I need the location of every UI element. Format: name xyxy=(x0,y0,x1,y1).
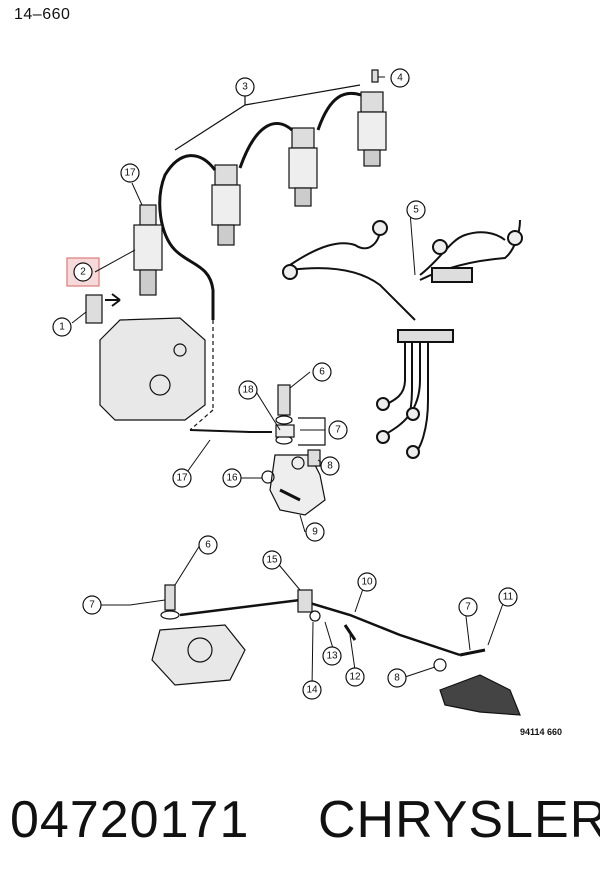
lower-assembly xyxy=(151,584,521,716)
callout-5: 5 xyxy=(406,200,426,220)
svg-text:5: 5 xyxy=(413,205,419,216)
callout-2: 2 xyxy=(73,262,93,282)
pin-4 xyxy=(371,69,379,83)
callout-6-lower: 6 xyxy=(198,535,218,555)
svg-text:1: 1 xyxy=(59,322,65,333)
bracket-3 xyxy=(174,84,361,151)
callout-13: 13 xyxy=(322,646,342,666)
page-label: 14–660 xyxy=(14,6,71,23)
callout-7-lower-right: 7 xyxy=(458,597,478,617)
callout-12: 12 xyxy=(345,667,365,687)
callout-17-upper: 17 xyxy=(120,163,140,183)
callout-11: 11 xyxy=(498,587,518,607)
callout-10: 10 xyxy=(357,572,377,592)
injector-top-1 xyxy=(211,164,241,246)
callout-3: 3 xyxy=(235,77,255,97)
svg-text:17: 17 xyxy=(124,168,136,179)
svg-text:7: 7 xyxy=(89,600,95,611)
callout-8-upper: 8 xyxy=(320,456,340,476)
figure-code: 94114 660 xyxy=(520,727,563,737)
callout-17-lower: 17 xyxy=(172,468,192,488)
svg-text:15: 15 xyxy=(266,555,278,566)
return-line-top xyxy=(158,154,217,320)
svg-text:2: 2 xyxy=(80,267,86,278)
injector-top-3 xyxy=(357,91,387,167)
callout-18: 18 xyxy=(238,380,258,400)
callout-4: 4 xyxy=(390,68,410,88)
svg-text:18: 18 xyxy=(242,385,254,396)
banjo-assembly xyxy=(261,384,326,516)
svg-text:3: 3 xyxy=(242,82,248,93)
svg-text:11: 11 xyxy=(503,592,514,603)
svg-text:8: 8 xyxy=(327,461,333,472)
callout-1: 1 xyxy=(52,317,72,337)
part-number: 04720171 xyxy=(10,791,250,849)
svg-text:6: 6 xyxy=(205,540,211,551)
lower-fuel-line xyxy=(179,598,461,657)
svg-text:8: 8 xyxy=(394,673,400,684)
svg-text:7: 7 xyxy=(335,425,341,436)
callout-14: 14 xyxy=(302,680,322,700)
fuel-line-harness xyxy=(282,219,523,459)
callout-7-upper: 7 xyxy=(328,420,348,440)
svg-text:4: 4 xyxy=(397,73,403,84)
callout-15: 15 xyxy=(262,550,282,570)
svg-text:10: 10 xyxy=(361,577,373,588)
svg-text:6: 6 xyxy=(319,367,325,378)
svg-text:12: 12 xyxy=(349,672,361,683)
callout-16: 16 xyxy=(222,468,242,488)
fuel-injection-diagram: 1 2 3 4 5 6 7 8 9 16 17 17 18 6 7 15 10 … xyxy=(52,68,523,716)
engine-block-left xyxy=(99,317,206,421)
svg-text:16: 16 xyxy=(226,473,238,484)
svg-text:14: 14 xyxy=(306,685,318,696)
callout-6-upper: 6 xyxy=(312,362,332,382)
svg-text:13: 13 xyxy=(326,651,338,662)
return-line-17 xyxy=(189,429,272,433)
callout-9: 9 xyxy=(305,522,325,542)
injector-left xyxy=(133,204,163,296)
callout-8-lower: 8 xyxy=(387,668,407,688)
svg-text:7: 7 xyxy=(465,602,471,613)
svg-text:17: 17 xyxy=(176,473,188,484)
nozzle-1 xyxy=(85,294,103,324)
callout-7-lower-left: 7 xyxy=(82,595,102,615)
brand-name: CHRYSLER xyxy=(318,791,600,849)
injector-top-2 xyxy=(288,127,318,207)
svg-text:9: 9 xyxy=(312,527,318,538)
